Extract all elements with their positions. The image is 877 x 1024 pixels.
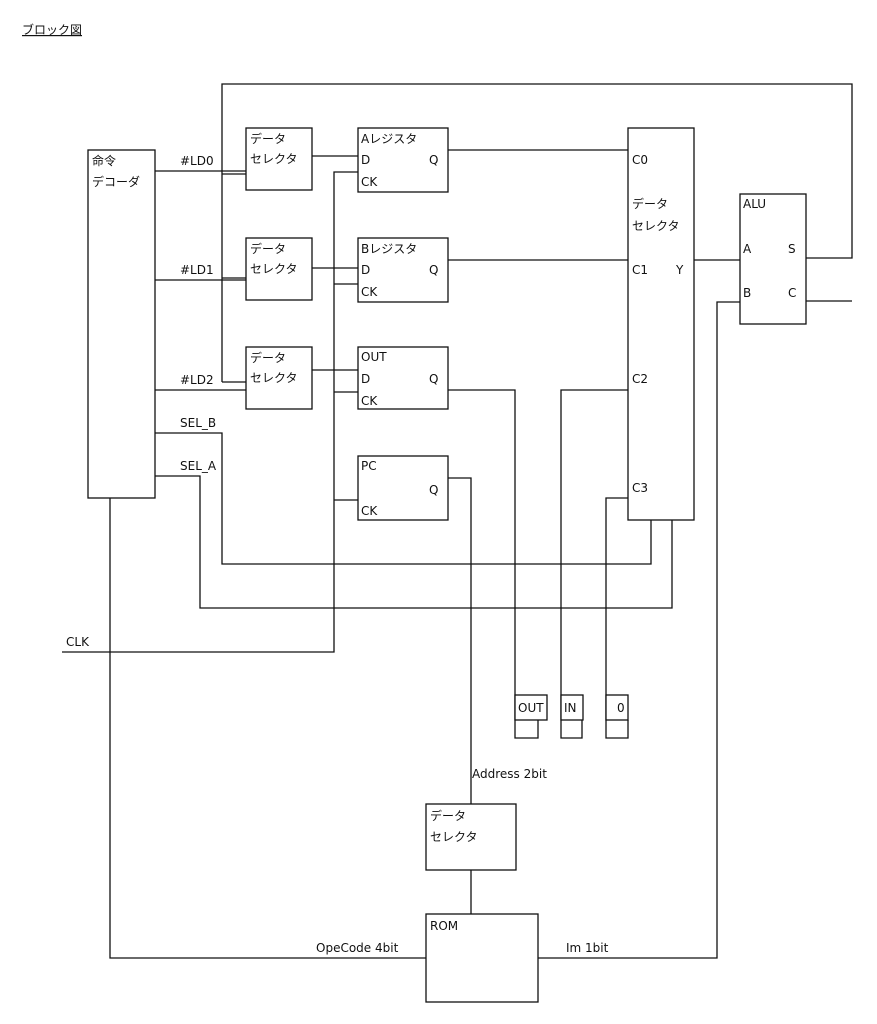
pc-ck: CK [361,504,378,518]
ld2-label: #LD2 [180,373,214,387]
out-port-label: OUT [518,701,544,715]
zero-to-mux-c3 [605,497,629,739]
instruction-decoder: 命令 デコーダ [87,149,156,499]
register-b-d: D [361,263,370,277]
register-b: Bレジスタ D Q CK [357,237,449,303]
selector-label-line2: セレクタ [250,371,298,385]
selector-label-line2: セレクタ [250,262,298,276]
register-out: OUT D Q CK [357,346,449,410]
alu-c-label: C [788,286,796,300]
selector-label-line2: セレクタ [430,830,478,844]
wires [62,83,853,959]
decoder-label-line2: デコーダ [92,174,140,189]
register-out-d: D [361,372,370,386]
mux-c2-label: C2 [632,372,648,386]
selector-label-line1: データ [250,350,286,365]
zero-port-label: 0 [617,701,625,715]
rom: ROM [425,913,539,1003]
pc-q: Q [429,483,438,497]
data-selector-3: データ セレクタ [425,803,517,871]
register-out-ck: CK [361,394,378,408]
out-q-to-port [448,389,539,739]
mux-c3-label: C3 [632,481,648,495]
mux-label-line2: セレクタ [632,219,680,233]
register-b-q: Q [429,263,438,277]
alu-name: ALU [743,197,766,211]
data-selector-2: データ セレクタ [245,346,313,410]
selector-label-line2: セレクタ [250,152,298,166]
mux-c1-label: C1 [632,263,648,277]
register-a-ck: CK [361,175,378,189]
main-data-selector: C0 データ セレクタ C1 Y C2 C3 [627,127,695,521]
register-b-name: Bレジスタ [361,242,417,256]
im-wire [538,301,740,959]
mux-c0-label: C0 [632,153,648,167]
alu-s-feedback-wire [221,83,853,382]
in-port-to-mux-c2 [560,389,628,739]
clk-wire [62,171,358,653]
register-a-q: Q [429,153,438,167]
sel-a-label: SEL_A [180,459,217,473]
pc-q-to-address [448,477,472,804]
register-out-q: Q [429,372,438,386]
selector-label-line1: データ [430,808,466,823]
address-bus-label: Address 2bit [472,767,547,781]
register-a-name: Aレジスタ [361,132,417,146]
selector-label-line1: データ [250,241,286,256]
data-selector-1: データ セレクタ [245,237,313,301]
register-out-name: OUT [361,350,387,364]
register-b-ck: CK [361,285,378,299]
sel-a-wire [155,475,673,609]
zero-port: 0 [605,694,629,721]
sel-b-label: SEL_B [180,416,216,430]
program-counter: PC Q CK [357,455,449,521]
rom-name: ROM [430,919,458,933]
alu-b-label: B [743,286,751,300]
alu: ALU A S B C [739,193,807,325]
im-bus-label: Im 1bit [566,941,609,955]
alu-s-label: S [788,242,796,256]
alu-a-label: A [743,242,752,256]
ld0-label: #LD0 [180,154,214,168]
in-port: IN [560,694,584,721]
register-a-d: D [361,153,370,167]
selector-label-line1: データ [250,131,286,146]
opcode-bus-label: OpeCode 4bit [316,941,399,955]
data-selector-0: データ セレクタ [245,127,313,191]
in-port-label: IN [564,701,577,715]
opcode-wire [109,498,426,959]
ld1-label: #LD1 [180,263,214,277]
pc-name: PC [361,459,377,473]
clk-label: CLK [66,635,90,649]
mux-label-line1: データ [632,196,668,211]
decoder-label-line1: 命令 [92,153,116,168]
register-a: Aレジスタ D Q CK [357,127,449,193]
page-title: ブロック図 [22,22,82,37]
out-port: OUT [514,694,548,721]
mux-y-label: Y [675,263,684,277]
sel-b-wire [155,432,652,565]
